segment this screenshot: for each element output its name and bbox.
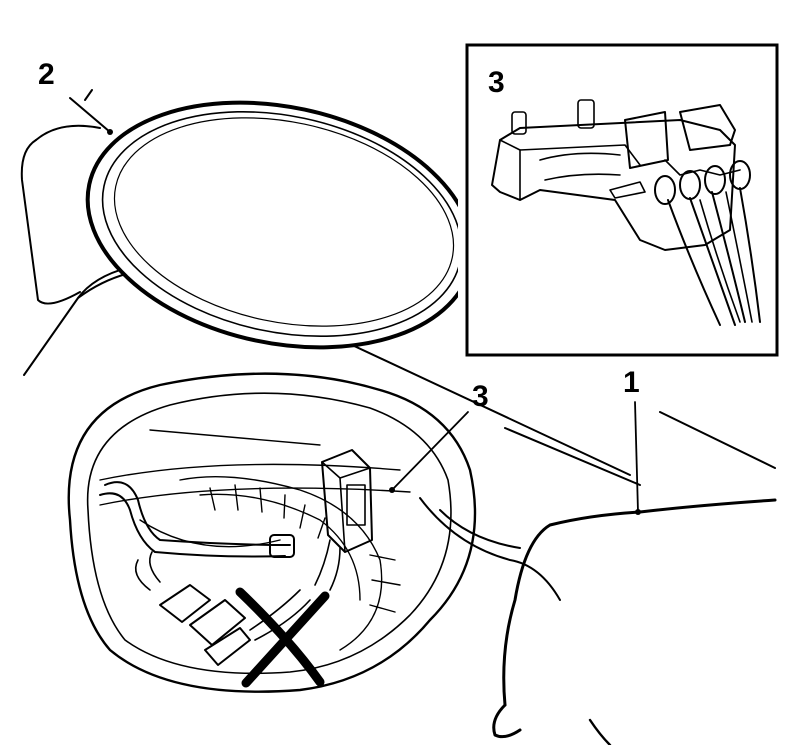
callout-label-2: 2	[38, 58, 55, 91]
prohibited-cross-icon	[235, 587, 330, 688]
leader-dot-3-main	[389, 487, 395, 493]
leader-tick-2	[84, 89, 93, 101]
callout-label-3-main: 3	[472, 380, 489, 413]
leader-line-3-main	[391, 411, 469, 491]
fuel-tank-opening	[67, 372, 477, 693]
callout-label-3-inset: 3	[488, 66, 505, 99]
callout-label-1: 1	[623, 366, 640, 399]
leader-line-1	[634, 401, 639, 513]
connector-detail-inset	[465, 43, 779, 357]
access-cover-gasket	[85, 100, 475, 350]
leader-dot-2	[107, 129, 113, 135]
seat-cover-part	[492, 498, 777, 745]
leader-line-2	[69, 97, 111, 133]
leader-dot-1	[635, 509, 641, 515]
fuel-pump-connector-main	[314, 449, 373, 591]
wrong-connector	[134, 551, 311, 666]
